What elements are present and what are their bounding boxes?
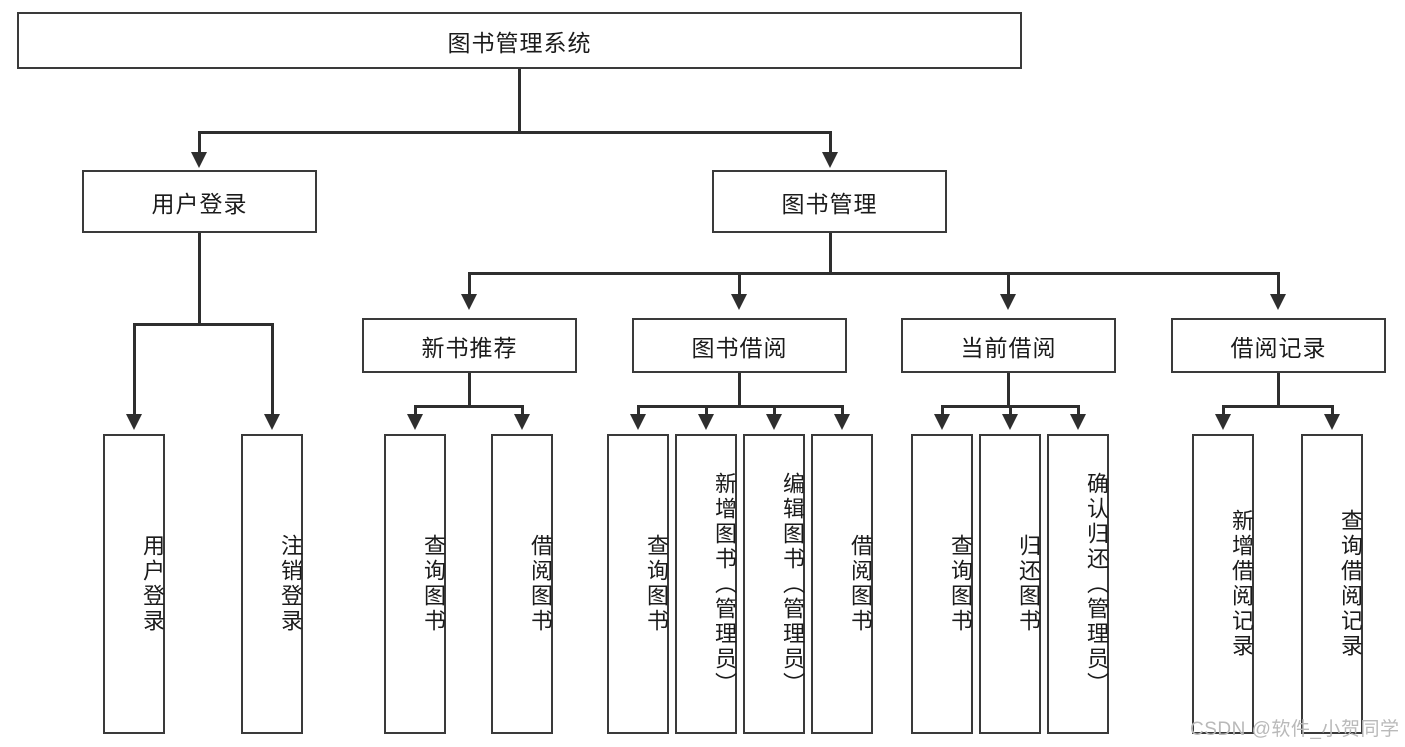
arrow-user-login-leaf-1: [126, 414, 142, 430]
leaf-add-book[interactable]: 新增图书（管理员）: [675, 434, 737, 734]
connector-bb-leaf-2: [705, 405, 708, 417]
leaf-query-book-3[interactable]: 查询图书: [911, 434, 973, 734]
node-new-book-recommend[interactable]: 新书推荐: [362, 318, 577, 373]
connector-root-stem: [518, 69, 521, 131]
connector-new-book-recommend-stem: [468, 373, 471, 405]
leaf-edit-book[interactable]: 编辑图书（管理员）: [743, 434, 805, 734]
node-label: 图书管理系统: [447, 29, 592, 56]
node-label: 注销登录: [278, 534, 303, 634]
node-label: 查询借阅记录: [1338, 509, 1363, 659]
connector-to-current-borrow: [1007, 272, 1010, 297]
connector-cb-leaf-3: [1077, 405, 1080, 417]
arrow-br-leaf-1: [1215, 414, 1231, 430]
connector-to-user-login: [198, 131, 201, 155]
connector-borrow-record-stem: [1277, 373, 1280, 405]
connector-to-borrow-record: [1277, 272, 1280, 297]
connector-book-borrow-bus: [637, 405, 843, 408]
connector-user-login-leaf-2: [271, 323, 274, 417]
connector-bb-leaf-3: [773, 405, 776, 417]
leaf-add-borrow-record[interactable]: 新增借阅记录: [1192, 434, 1254, 734]
connector-nbr-leaf-2: [521, 405, 524, 417]
node-label: 查询图书: [948, 534, 973, 634]
arrow-cb-leaf-2: [1002, 414, 1018, 430]
node-label: 图书管理: [781, 190, 878, 217]
arrow-bb-leaf-3: [766, 414, 782, 430]
node-borrow-record[interactable]: 借阅记录: [1171, 318, 1386, 373]
arrow-bb-leaf-4: [834, 414, 850, 430]
connector-cb-leaf-1: [941, 405, 944, 417]
arrow-user-login-leaf-2: [264, 414, 280, 430]
connector-cb-leaf-2: [1009, 405, 1012, 417]
leaf-user-login[interactable]: 用户登录: [103, 434, 165, 734]
arrow-to-new-book-recommend: [461, 294, 477, 310]
connector-book-borrow-stem: [738, 373, 741, 405]
node-label: 用户登录: [140, 534, 165, 634]
node-label: 借阅记录: [1230, 334, 1327, 361]
node-label: 新书推荐: [421, 334, 518, 361]
connector-br-leaf-1: [1222, 405, 1225, 417]
arrow-nbr-leaf-1: [407, 414, 423, 430]
arrow-to-current-borrow: [1000, 294, 1016, 310]
node-book-borrow[interactable]: 图书借阅: [632, 318, 847, 373]
arrow-to-book-borrow: [731, 294, 747, 310]
node-label: 借阅图书: [848, 534, 873, 634]
arrow-br-leaf-2: [1324, 414, 1340, 430]
connector-root-bus: [198, 131, 832, 134]
connector-borrow-record-bus: [1222, 405, 1334, 408]
connector-current-borrow-stem: [1007, 373, 1010, 405]
arrow-to-borrow-record: [1270, 294, 1286, 310]
node-label: 查询图书: [421, 534, 446, 634]
node-root-book-management-system[interactable]: 图书管理系统: [17, 12, 1022, 69]
connector-br-leaf-2: [1331, 405, 1334, 417]
connector-book-management-stem: [829, 233, 832, 272]
leaf-logout-login[interactable]: 注销登录: [241, 434, 303, 734]
leaf-query-book-1[interactable]: 查询图书: [384, 434, 446, 734]
connector-to-book-management: [829, 131, 832, 155]
leaf-borrow-book-2[interactable]: 借阅图书: [811, 434, 873, 734]
leaf-query-borrow-record[interactable]: 查询借阅记录: [1301, 434, 1363, 734]
connector-bb-leaf-4: [841, 405, 844, 417]
node-label: 编辑图书（管理员）: [780, 471, 805, 697]
leaf-confirm-return[interactable]: 确认归还（管理员）: [1047, 434, 1109, 734]
connector-user-login-stem: [198, 233, 201, 323]
node-label: 确认归还（管理员）: [1084, 471, 1109, 697]
connector-to-book-borrow: [738, 272, 741, 297]
connector-user-login-bus: [133, 323, 273, 326]
node-label: 新增借阅记录: [1229, 509, 1254, 659]
node-label: 图书借阅: [691, 334, 788, 361]
watermark-label: CSDN @软件_小贺同学: [1190, 719, 1400, 740]
node-label: 查询图书: [644, 534, 669, 634]
node-label: 当前借阅: [960, 334, 1057, 361]
leaf-borrow-book-1[interactable]: 借阅图书: [491, 434, 553, 734]
node-label: 借阅图书: [528, 534, 553, 634]
leaf-return-book[interactable]: 归还图书: [979, 434, 1041, 734]
leaf-query-book-2[interactable]: 查询图书: [607, 434, 669, 734]
arrow-cb-leaf-1: [934, 414, 950, 430]
connector-user-login-leaf-1: [133, 323, 136, 417]
arrow-to-book-management: [822, 152, 838, 168]
node-label: 用户登录: [151, 190, 248, 217]
connector-nbr-leaf-1: [414, 405, 417, 417]
node-label: 归还图书: [1016, 534, 1041, 634]
arrow-nbr-leaf-2: [514, 414, 530, 430]
node-book-management[interactable]: 图书管理: [712, 170, 947, 233]
arrow-cb-leaf-3: [1070, 414, 1086, 430]
node-user-login[interactable]: 用户登录: [82, 170, 317, 233]
arrow-to-user-login: [191, 152, 207, 168]
connector-bb-leaf-1: [637, 405, 640, 417]
connector-book-management-bus: [468, 272, 1280, 275]
connector-new-book-recommend-bus: [414, 405, 524, 408]
arrow-bb-leaf-2: [698, 414, 714, 430]
arrow-bb-leaf-1: [630, 414, 646, 430]
node-label: 新增图书（管理员）: [712, 471, 737, 697]
connector-to-new-book-recommend: [468, 272, 471, 297]
node-current-borrow[interactable]: 当前借阅: [901, 318, 1116, 373]
